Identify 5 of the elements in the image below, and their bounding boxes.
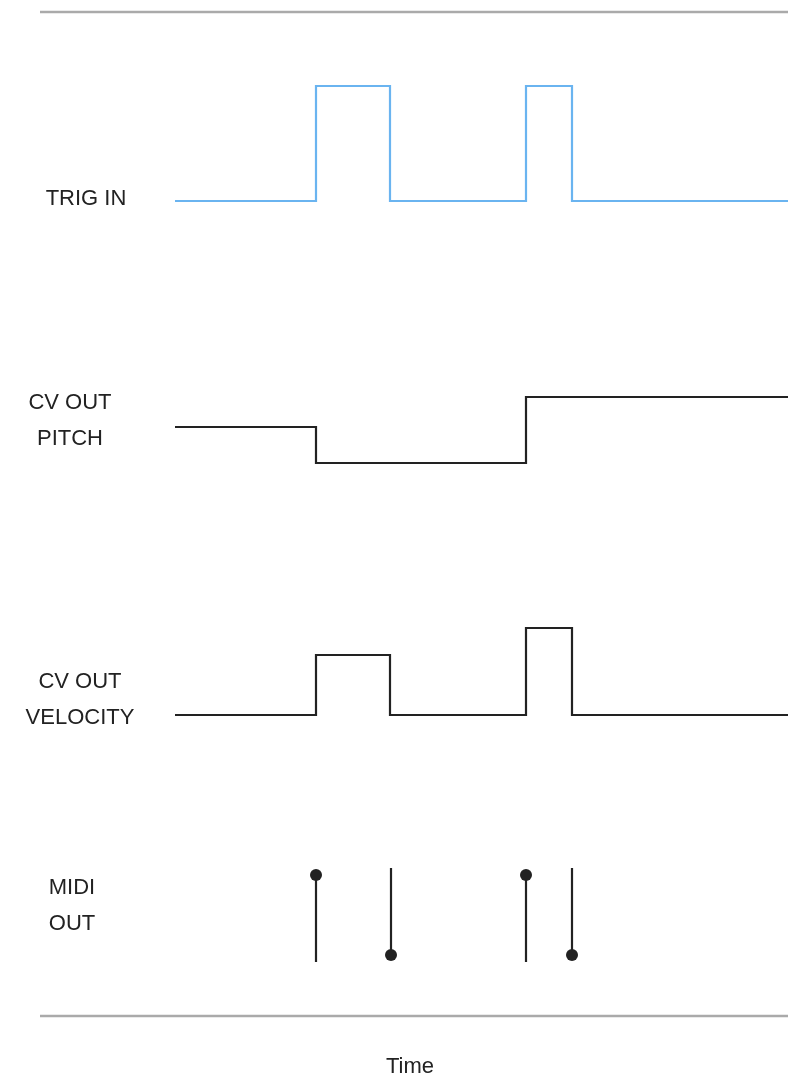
signal-label: TRIG IN <box>44 184 128 212</box>
signal-label: CV OUT VELOCITY <box>24 667 136 731</box>
axis-label: Time <box>384 1052 436 1080</box>
signal-label: CV OUT PITCH <box>27 388 113 452</box>
signal-label: MIDI OUT <box>47 873 97 937</box>
